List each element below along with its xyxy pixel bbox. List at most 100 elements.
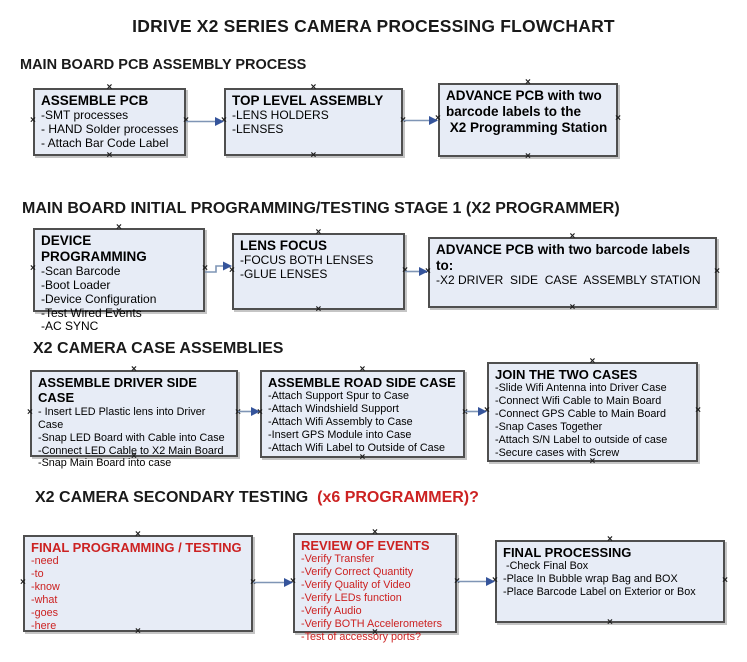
connection-point-mark: ×	[106, 82, 113, 93]
page-title: IDRIVE X2 SERIES CAMERA PROCESSING FLOWC…	[132, 16, 615, 36]
connection-point-mark: ×	[435, 113, 441, 124]
connection-point-mark: ×	[202, 263, 208, 274]
flow-box-title: ASSEMBLE ROAD SIDE CASE	[268, 375, 456, 390]
flow-box-line: -Attach Wifi Label to Outside of Case	[268, 442, 446, 455]
flow-box-assemble-driver-side-case: ASSEMBLE DRIVER SIDE CASE - Insert LED P…	[27, 365, 241, 470]
connection-point-mark: ×	[359, 452, 366, 463]
flow-box-line: -Device Configuration	[41, 291, 157, 306]
flow-box-line: -goes	[31, 607, 59, 620]
flow-box-title: ADVANCE PCB with two barcode labels to t…	[446, 88, 608, 135]
connection-point-mark: ×	[135, 529, 141, 540]
connection-point-mark: ×	[290, 576, 296, 587]
connection-point-mark: ×	[589, 356, 596, 367]
flow-box-line: -Verify Correct Quantity	[301, 566, 414, 579]
flow-box-title: DEVICE PROGRAMMING	[41, 233, 147, 264]
flow-box-line: -Test Wired Events	[41, 305, 142, 320]
connection-point-mark: ×	[722, 574, 728, 586]
connection-point-mark: ×	[20, 576, 26, 588]
flow-box-line: -know	[31, 581, 60, 594]
flow-box-line: -Attach Support Spur to Case	[268, 390, 410, 403]
flow-arrow	[238, 407, 260, 416]
flow-box-final-programming-testing: FINAL PROGRAMMING / TESTING -need -to -k…	[20, 530, 256, 637]
connection-point-mark: ×	[106, 150, 113, 161]
flow-arrow	[457, 577, 495, 586]
flow-arrow	[405, 267, 428, 276]
connection-point-mark: ×	[131, 364, 137, 375]
flow-arrow	[253, 578, 293, 587]
connection-point-mark: ×	[484, 405, 490, 416]
flow-box-advance-pcb-to-programming-station: ADVANCE PCB with two barcode labels to t…	[435, 78, 621, 162]
flow-box-line: -Snap Main Board into case	[38, 457, 172, 470]
flow-box-line: -Verify Quality of Video	[301, 579, 411, 592]
flow-box-line: -Verify BOTH Accelerometers	[301, 618, 442, 631]
flow-box-join-the-two-cases: JOIN THE TWO CASES -Slide Wifi Antenna i…	[484, 357, 701, 467]
heading-red-part: (x6 PROGRAMMER)?	[312, 489, 479, 506]
connection-point-mark: ×	[183, 115, 189, 126]
flow-arrow	[465, 407, 487, 416]
flow-box-title: LENS FOCUS	[240, 238, 328, 253]
section-heading-case-assemblies: X2 CAMERA CASE ASSEMBLIES	[33, 340, 284, 357]
connection-point-mark: ×	[462, 407, 468, 418]
flow-box-line: -Boot Loader	[41, 277, 111, 292]
flow-box-line: -Place In Bubble wrap Bag and BOX	[503, 573, 678, 586]
connection-point-mark: ×	[310, 82, 317, 93]
connection-point-mark: ×	[27, 406, 33, 418]
flow-box-line: -Connect Wifi Cable to Main Board	[495, 395, 662, 408]
section-heading-pcb-assembly: MAIN BOARD PCB ASSEMBLY PROCESS	[20, 57, 307, 73]
flow-box-line: -Attach Wifi Assembly to Case	[268, 416, 413, 429]
flow-box-line: - Insert LED Plastic lens into Driver Ca…	[38, 405, 209, 431]
section-heading-secondary-testing: X2 CAMERA SECONDARY TESTING (x6 PROGRAMM…	[35, 489, 479, 507]
flow-box-line: -LENS HOLDERS	[232, 107, 329, 122]
flow-box-line: -GLUE LENSES	[240, 266, 328, 281]
flow-box-line: -LENSES	[232, 121, 284, 136]
flow-box-line: -here	[31, 620, 57, 633]
flow-box-line: -Attach Windshield Support	[268, 403, 399, 416]
connection-point-mark: ×	[402, 264, 408, 276]
flow-box-final-processing: FINAL PROCESSING -Check Final Box -Place…	[492, 535, 728, 628]
flow-box-device-programming: DEVICE PROGRAMMING -Scan Barcode -Boot L…	[30, 223, 208, 334]
connection-point-mark: ×	[221, 115, 227, 126]
flow-box-line: -Test of accessory ports?	[301, 631, 422, 644]
connection-point-mark: ×	[310, 150, 317, 161]
connection-point-mark: ×	[615, 113, 621, 124]
connection-point-mark: ×	[569, 231, 576, 242]
flow-box-line: -AC SYNC	[41, 319, 99, 334]
flow-box-line: -Verify LEDs function	[301, 592, 402, 605]
connection-point-mark: ×	[695, 405, 701, 416]
connection-point-mark: ×	[607, 534, 613, 545]
flow-box-title: JOIN THE TWO CASES	[495, 367, 638, 382]
connection-point-mark: ×	[30, 115, 36, 126]
flow-box-title: FINAL PROGRAMMING / TESTING	[31, 540, 242, 555]
flow-box-line: -Attach S/N Label to outside of case	[495, 434, 668, 447]
flow-box-assemble-road-side-case: ASSEMBLE ROAD SIDE CASE -Attach Support …	[257, 365, 468, 463]
connection-point-mark: ×	[359, 364, 366, 375]
heading-black-part: X2 CAMERA SECONDARY TESTING	[35, 489, 313, 506]
flow-box-line: -Secure cases with Screw	[495, 447, 620, 460]
flow-box-title: ASSEMBLE DRIVER SIDE CASE	[38, 375, 201, 406]
connection-point-mark: ×	[714, 265, 720, 277]
flow-box-line: - Attach Bar Code Label	[41, 135, 169, 150]
flow-box-line: -Snap Cases Together	[495, 421, 603, 434]
connection-point-mark: ×	[30, 263, 36, 274]
flow-box-assemble-pcb: ASSEMBLE PCB -SMT processes - HAND Solde…	[30, 83, 189, 161]
connection-point-mark: ×	[315, 227, 322, 238]
connection-point-mark: ×	[229, 264, 235, 276]
flow-box-title: ADVANCE PCB with two barcode labels to:	[436, 242, 694, 273]
flow-box-line: -Place Barcode Label on Exterior or Box	[503, 586, 696, 599]
flow-box-title: FINAL PROCESSING	[503, 545, 632, 560]
flow-box-lens-focus: LENS FOCUS -FOCUS BOTH LENSES -GLUE LENS…	[229, 228, 408, 315]
flow-box-line: -need	[31, 555, 59, 568]
flow-box-line: -Slide Wifi Antenna into Driver Case	[495, 382, 667, 395]
connection-point-mark: ×	[116, 222, 122, 233]
flow-box-line: -FOCUS BOTH LENSES	[240, 252, 374, 267]
connection-point-mark: ×	[372, 527, 378, 538]
flow-box-line: -Insert GPS Module into Case	[268, 429, 412, 442]
flow-box-line: -X2 DRIVER SIDE CASE ASSEMBLY STATION	[436, 272, 701, 287]
flow-arrow	[403, 116, 438, 125]
flow-box-advance-pcb-to-driver-side-station: ADVANCE PCB with two barcode labels to: …	[425, 232, 720, 313]
flow-box-title: TOP LEVEL ASSEMBLY	[232, 93, 384, 108]
connection-point-mark: ×	[525, 77, 531, 88]
connection-point-mark: ×	[589, 456, 596, 467]
connection-point-mark: ×	[131, 451, 137, 462]
flow-box-line: -Connect LED Cable to X2 Main Board	[38, 444, 224, 457]
